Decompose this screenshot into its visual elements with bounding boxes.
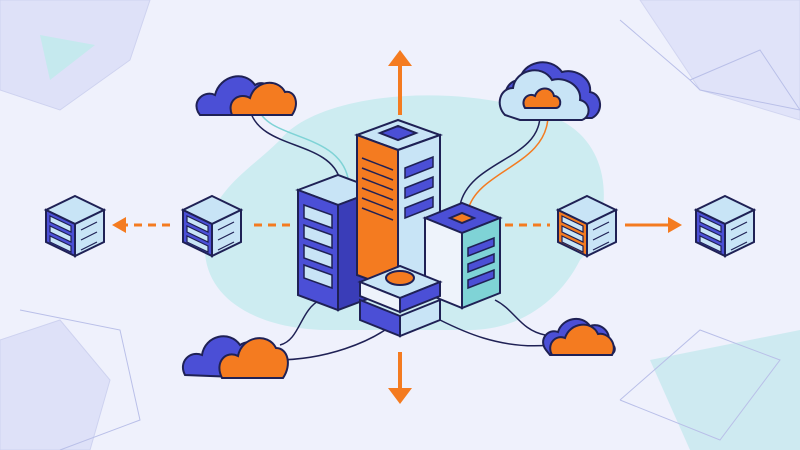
cube-face [561, 215, 584, 233]
arrow-left-icon [112, 217, 170, 233]
cloud-icon [498, 61, 601, 121]
cube-face [561, 235, 584, 253]
arrow-down-icon [388, 352, 412, 404]
cube-face [699, 235, 722, 253]
cube-vent-line [730, 241, 748, 251]
cube-vent-line [730, 221, 748, 231]
cube-vent-line [730, 231, 748, 241]
server-cube-icon [693, 194, 757, 258]
cloud-icon [182, 335, 289, 380]
cube-vent-line [592, 231, 610, 241]
cube-vent-line [592, 221, 610, 231]
cube-face [49, 225, 72, 243]
cube-vent-line [217, 231, 235, 241]
cube-face [49, 215, 72, 233]
cube-vent-line [80, 221, 98, 231]
arrow-up-icon [388, 50, 412, 115]
cube-face [49, 235, 72, 253]
cube-vent-line [217, 241, 235, 251]
server-cube-icon [180, 194, 244, 258]
cube-vent-line [80, 241, 98, 251]
arrow-right-icon [625, 217, 682, 233]
cube-vent-line [592, 241, 610, 251]
server-tower-icon [422, 201, 503, 310]
cube-face [561, 225, 584, 243]
cube-vent-line [80, 231, 98, 241]
server-cubes [43, 194, 757, 258]
cube-face [186, 215, 209, 233]
cube-face [699, 225, 722, 243]
connection-lines [249, 107, 551, 361]
server-cube-icon [555, 194, 619, 258]
cube-face [186, 225, 209, 243]
cloud-icon [195, 75, 297, 116]
cube-vent-line [217, 221, 235, 231]
server-base-unit-icon [357, 264, 443, 338]
cloud-icon [542, 317, 616, 356]
cube-face [699, 215, 722, 233]
server-cube-icon [43, 194, 107, 258]
cube-face [186, 235, 209, 253]
